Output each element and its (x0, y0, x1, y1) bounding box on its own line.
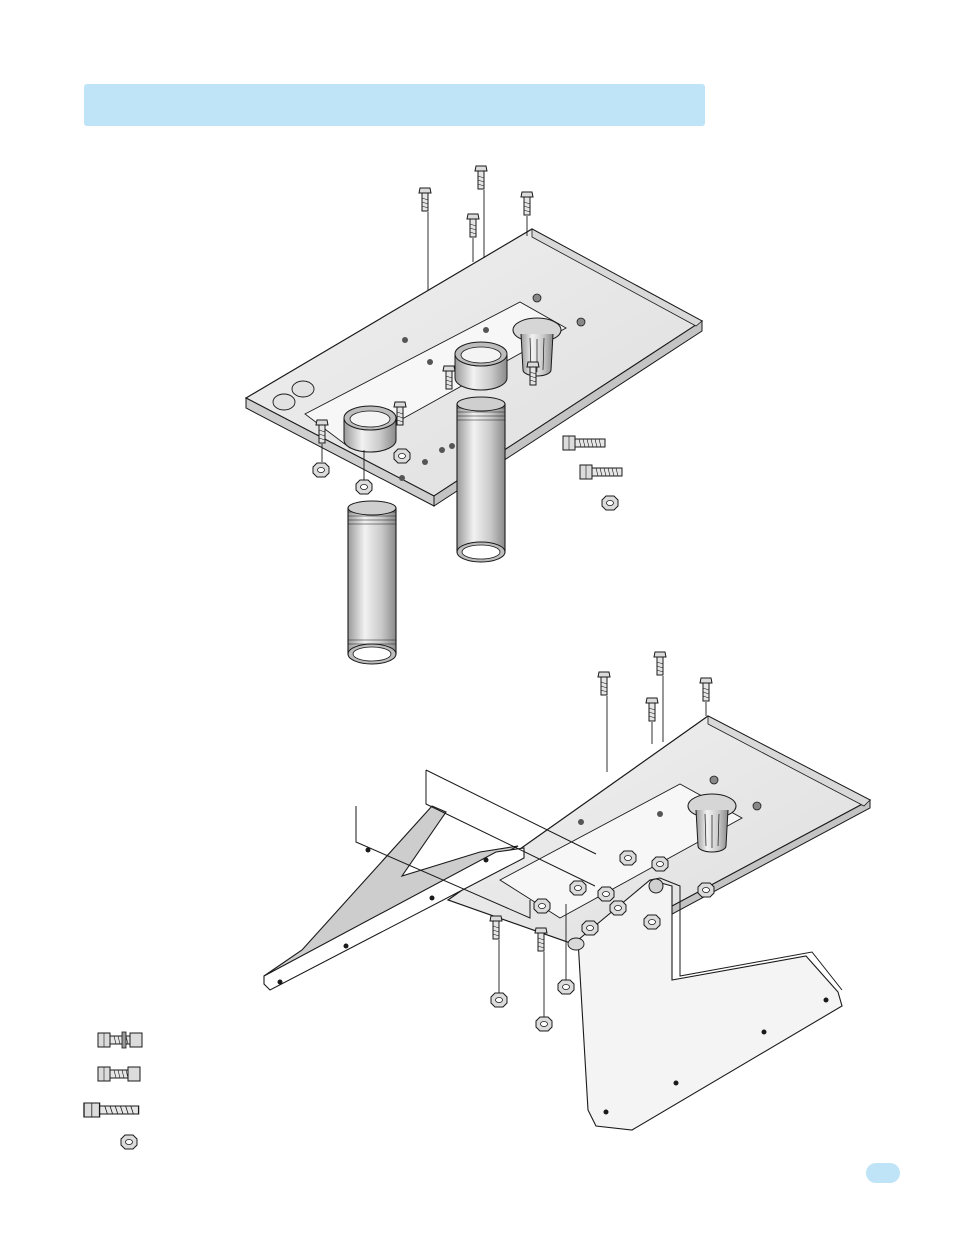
threaded-pipe-left (348, 501, 396, 664)
hardware-callout-top (563, 436, 622, 510)
pipe-collar-rear (455, 342, 507, 390)
top-assembly (246, 166, 702, 664)
threaded-pipe-right (457, 397, 505, 562)
hardware-legend (84, 1032, 142, 1149)
bottom-assembly (264, 652, 870, 1130)
pipe-collar-front (344, 406, 396, 452)
right-foot-bracket (578, 878, 842, 1130)
page-number-badge (866, 1163, 900, 1183)
